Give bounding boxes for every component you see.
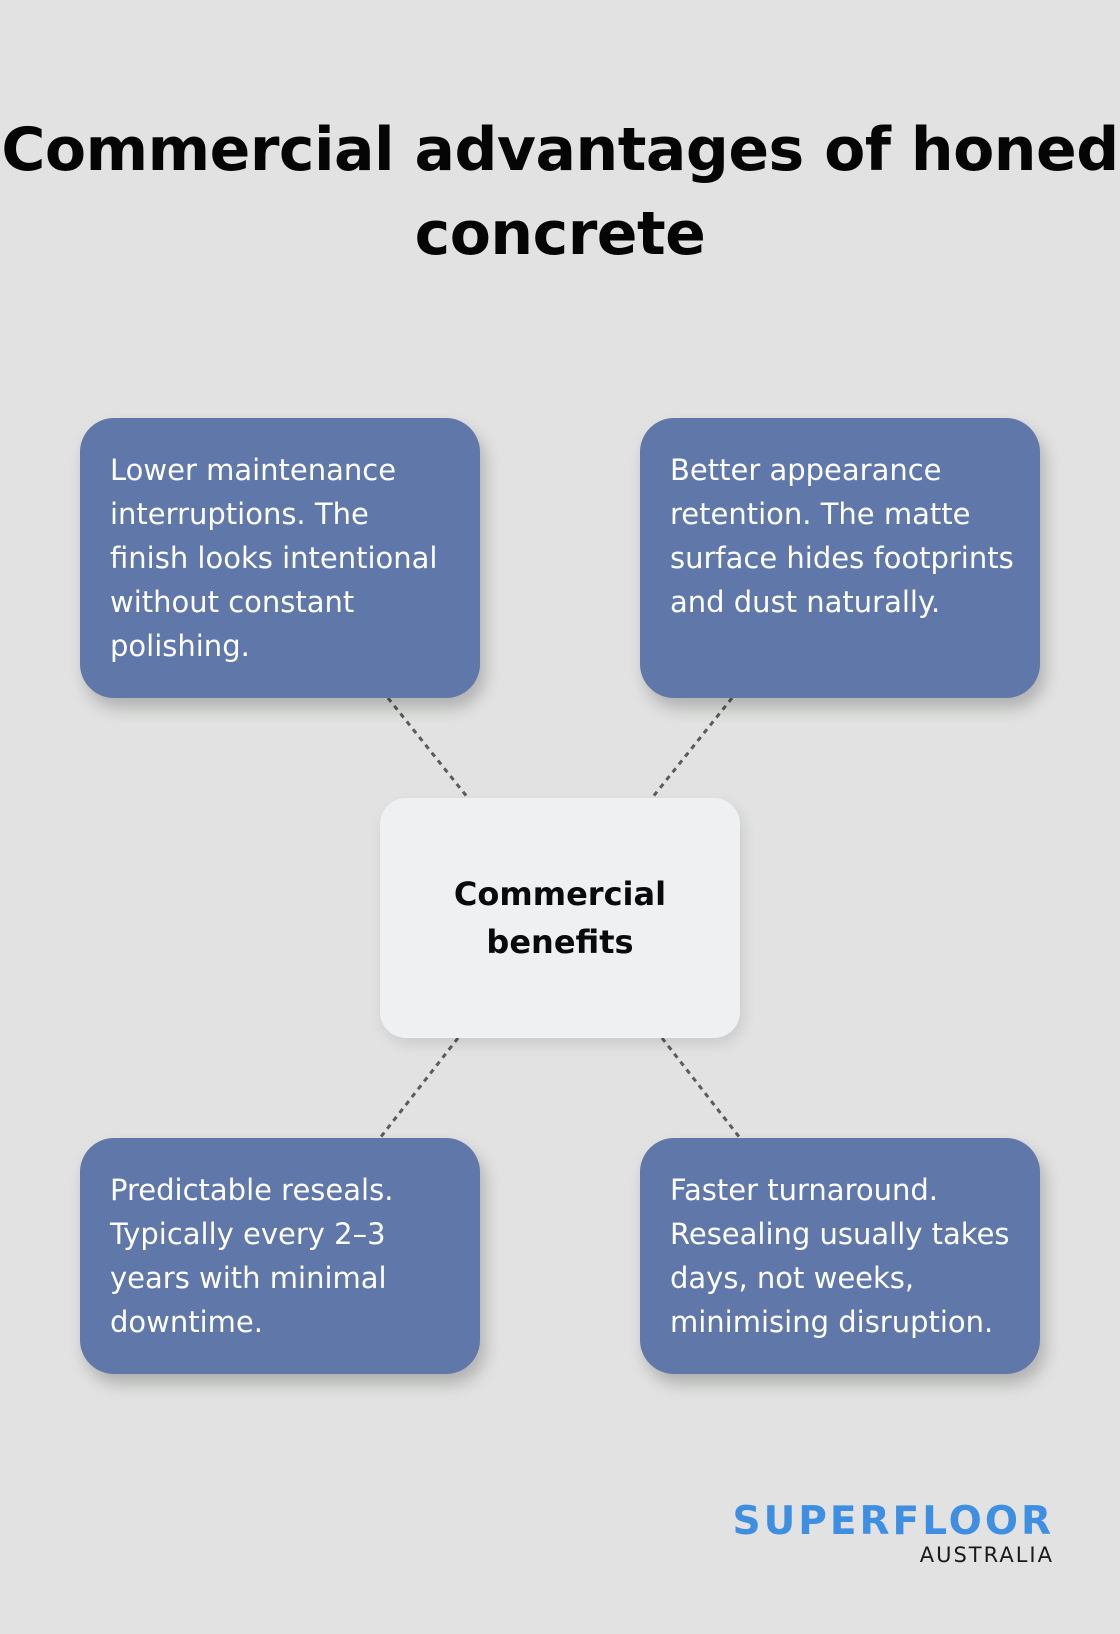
benefit-card-maintenance: Lower maintenance interruptions. The fin… — [80, 418, 480, 698]
benefit-card-appearance: Better appearance retention. The matte s… — [640, 418, 1040, 698]
connector-top-right — [650, 697, 734, 799]
benefit-card-turnaround: Faster turnaround. Resealing usually tak… — [640, 1138, 1040, 1374]
connector-bottom-right — [660, 1037, 742, 1139]
logo-wordmark: SUPERFLOOR — [732, 1499, 1054, 1544]
connector-bottom-left — [378, 1037, 460, 1139]
benefit-card-text: Predictable reseals. Typically every 2–3… — [110, 1173, 394, 1339]
benefit-card-text: Lower maintenance interruptions. The fin… — [110, 453, 438, 663]
benefit-card-text: Faster turnaround. Resealing usually tak… — [670, 1173, 1010, 1339]
logo-subtitle: AUSTRALIA — [919, 1543, 1054, 1567]
benefit-card-reseals: Predictable reseals. Typically every 2–3… — [80, 1138, 480, 1374]
benefit-card-text: Better appearance retention. The matte s… — [670, 453, 1014, 619]
page-title: Commercial advantages of honed concrete — [1, 115, 1119, 269]
connector-top-left — [386, 697, 470, 799]
brand-logo: SUPERFLOOR AUSTRALIA — [654, 1500, 1054, 1568]
hub-label: Commercial benefits — [453, 875, 667, 961]
central-hub: Commercial benefits — [380, 798, 740, 1038]
